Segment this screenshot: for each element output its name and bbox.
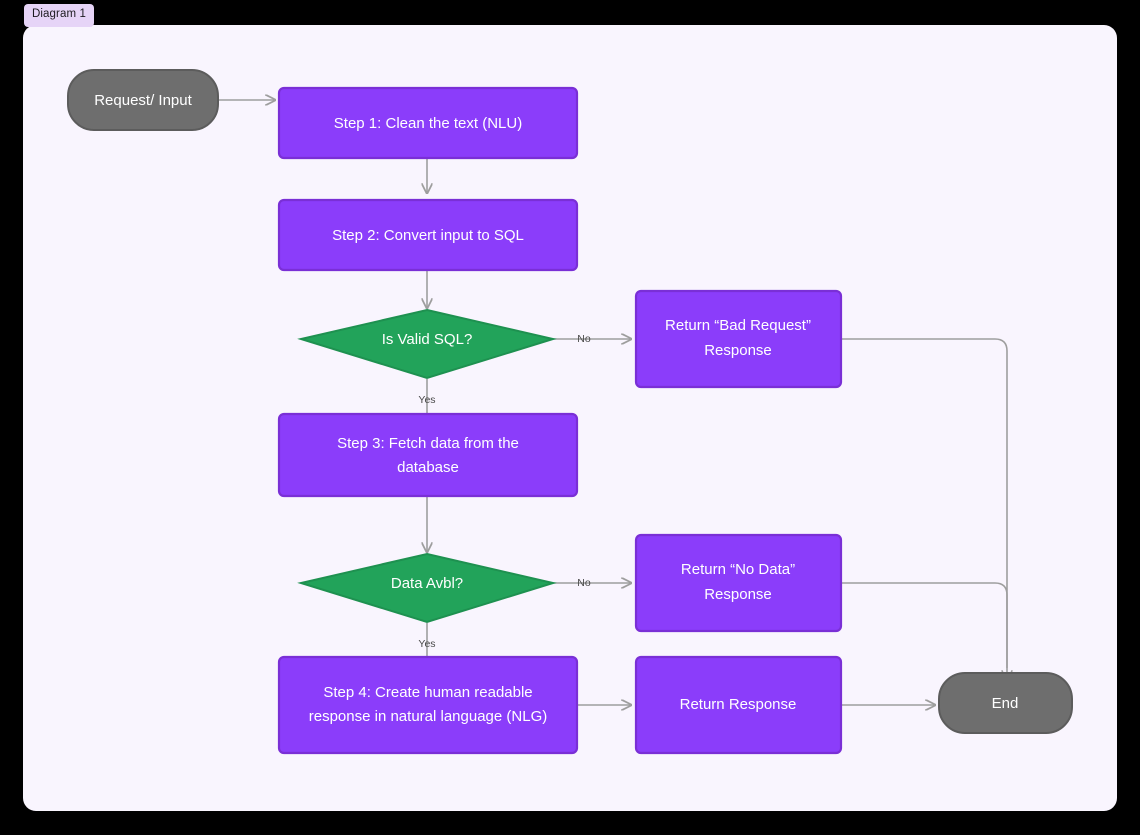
bad-request-label-line1: Return “Bad Request” (665, 317, 811, 334)
bad-request-shape[interactable] (634, 289, 843, 389)
edge-label-validsql-no: No (577, 333, 591, 345)
is-valid-sql-label: Is Valid SQL? (382, 331, 473, 348)
data-avbl-shape[interactable] (297, 552, 557, 624)
step4-label-line2: response in natural language (NLG) (309, 708, 547, 725)
node-end[interactable]: End (938, 672, 1073, 734)
diagram-title-badge[interactable]: Diagram 1 (24, 4, 94, 27)
edge-labels-layer: No Yes No Yes (418, 333, 590, 650)
node-no-data[interactable]: Return “No Data” Response (634, 533, 843, 633)
no-data-shape[interactable] (634, 533, 843, 633)
return-response-shape[interactable] (634, 655, 843, 755)
node-step2[interactable]: Step 2: Convert input to SQL (277, 198, 579, 272)
step4-shape[interactable] (277, 655, 579, 755)
no-data-label-line2: Response (704, 586, 772, 603)
node-data-avbl[interactable]: Data Avbl? (297, 552, 557, 624)
bad-request-label-line2: Response (704, 342, 772, 359)
step2-shape[interactable] (277, 198, 579, 272)
edge-badrequest-to-end (841, 338, 1007, 680)
node-step1[interactable]: Step 1: Clean the text (NLU) (277, 86, 579, 160)
start-shape[interactable] (67, 69, 219, 131)
node-is-valid-sql[interactable]: Is Valid SQL? (297, 308, 557, 380)
no-data-label-line1: Return “No Data” (681, 561, 795, 578)
data-avbl-label: Data Avbl? (391, 575, 463, 592)
return-response-label: Return Response (680, 696, 797, 713)
edges-layer (218, 100, 1007, 705)
step1-shape[interactable] (277, 86, 579, 160)
flowchart-svg: No Yes No Yes Request/ Input Step 1: Cle… (67, 69, 1073, 755)
edge-label-validsql-yes: Yes (418, 394, 435, 406)
step1-label: Step 1: Clean the text (NLU) (334, 115, 522, 132)
edge-label-dataavbl-no: No (577, 577, 591, 589)
node-step4[interactable]: Step 4: Create human readable response i… (277, 655, 579, 755)
end-shape[interactable] (938, 672, 1073, 734)
end-label: End (992, 695, 1019, 712)
edge-nodata-to-end (841, 582, 1008, 668)
node-return-response[interactable]: Return Response (634, 655, 843, 755)
step3-label-line2: database (397, 459, 459, 476)
edge-label-dataavbl-yes: Yes (418, 638, 435, 650)
step4-label-line1: Step 4: Create human readable (323, 684, 532, 701)
diagram-canvas[interactable]: No Yes No Yes Request/ Input Step 1: Cle… (23, 25, 1117, 811)
node-start[interactable]: Request/ Input (67, 69, 219, 131)
is-valid-sql-shape[interactable] (297, 308, 557, 380)
step3-label-line1: Step 3: Fetch data from the (337, 435, 519, 452)
step3-shape[interactable] (277, 412, 579, 498)
node-step3[interactable]: Step 3: Fetch data from the database (277, 412, 579, 498)
step2-label: Step 2: Convert input to SQL (332, 227, 524, 244)
start-label: Request/ Input (94, 92, 192, 109)
node-bad-request[interactable]: Return “Bad Request” Response (634, 289, 843, 389)
